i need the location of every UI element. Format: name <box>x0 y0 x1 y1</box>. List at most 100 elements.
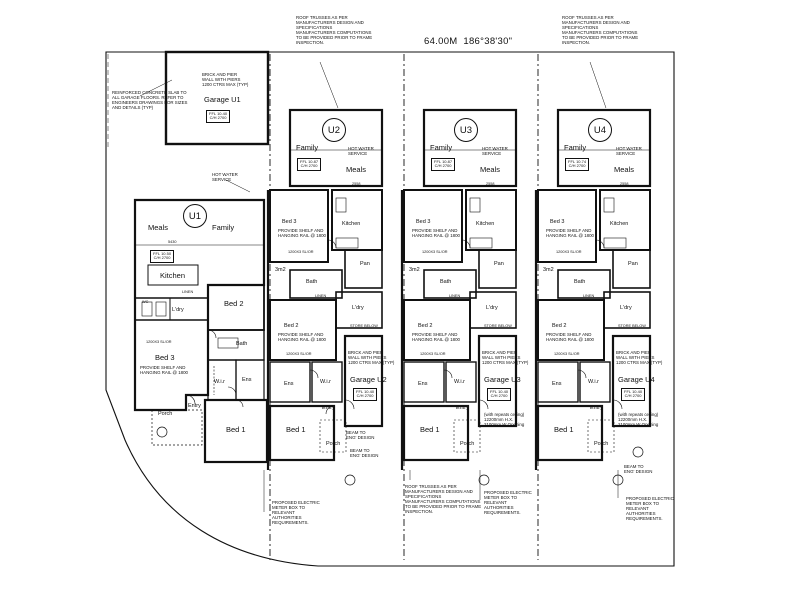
brick-pier-note-u3: BRICK AND PIER WALL WITH PIERS 1200 CTRS… <box>482 350 529 366</box>
ffl-tag-u2: FFL 10.87 C/H 2700 <box>297 158 322 171</box>
room-bed1-u2: Bed 1 <box>286 425 306 434</box>
sliding-door-bed2-u4: 1200X3 SL/OR <box>554 352 580 356</box>
room-porch-u4: Porch <box>594 441 609 447</box>
room-wir-u4: W.i.r <box>588 379 599 385</box>
ffl-tag-u1: FFL 10.50 C/H 2700 <box>150 250 175 263</box>
hot-water-note-u4: HOT WATER SERVICE <box>616 146 642 157</box>
beam-note-u2: BEAM TO ENG' DESIGN <box>346 430 375 441</box>
sliding-door-u3: 1200X3 SL/OR <box>422 250 448 254</box>
room-meals-u3: Meals <box>480 165 501 174</box>
room-bed1-u1: Bed 1 <box>226 425 246 434</box>
electric-meter-note-u2: PROPOSED ELECTRIC METER BOX TO RELEVANT … <box>272 500 320 526</box>
sliding-door-bed2-u2: 1200X3 SL/OR <box>286 352 312 356</box>
unit-marker-u4: U4 <box>588 118 612 142</box>
store-label-u2: STORE BELOW <box>350 324 378 328</box>
dim-2558-u2: 2558 <box>352 182 361 186</box>
room-3m2-u3: 3m2 <box>409 267 420 273</box>
dim-2558-u4: 2558 <box>620 182 629 186</box>
sliding-door-bed2-u3: 1200X3 SL/OR <box>420 352 446 356</box>
dim-5430-u1: 5430 <box>168 240 177 244</box>
room-bed1-u3: Bed 1 <box>420 425 440 434</box>
brick-pier-note-u2: BRICK AND PIER WALL WITH PIERS 1200 CTRS… <box>348 350 395 366</box>
room-linen-u3: LINEN <box>449 294 461 298</box>
room-entry-u2: Entry <box>322 405 335 411</box>
room-3m2-u4: 3m2 <box>543 267 554 273</box>
roof-trusses-note-u2: ROOF TRUSSES AS PER MANUFACTURERS DESIGN… <box>296 15 373 46</box>
hot-water-note-u2: HOT WATER SERVICE <box>348 146 374 157</box>
shelf-rail-note-bed2-u3: PROVIDE SHELF AND HANGING RAIL @ 1800 <box>412 332 460 343</box>
room-wir-u2: W.i.r <box>320 379 331 385</box>
store-label-u4: STORE BELOW <box>618 324 646 328</box>
room-kitchen-u1: Kitchen <box>160 271 186 280</box>
shelf-rail-note-u1: PROVIDE SHELF AND HANGING RAIL @ 1800 <box>140 365 188 376</box>
room-bath-u4: Bath <box>574 279 586 285</box>
room-garage-u1: Garage U1 <box>204 95 241 104</box>
room-ens-u2: Ens <box>284 381 294 387</box>
dim-2558-u3: 2558 <box>486 182 495 186</box>
room-wir-u1: W.i.r <box>214 379 225 385</box>
beam-note-u3: BEAM TO ENG' DESIGN <box>350 448 379 459</box>
room-ens-u1: Ens <box>242 377 252 383</box>
unit-marker-u3: U3 <box>454 118 478 142</box>
ffl-tag-u4: FFL 10.74 C/H 2700 <box>565 158 590 171</box>
room-meals-u1: Meals <box>148 223 169 232</box>
room-garage-u3: Garage U3 <box>484 375 521 384</box>
room-wc-u1: WC <box>142 300 149 304</box>
shelf-rail-note-u3: PROVIDE SHELF AND HANGING RAIL @ 1800 <box>412 228 460 239</box>
unit-marker-u1: U1 <box>183 204 207 228</box>
sliding-door-u4: 1200X3 SL/OR <box>556 250 582 254</box>
room-family-u4: Family <box>564 143 587 152</box>
room-meals-u2: Meals <box>346 165 367 174</box>
hot-water-note-u3: HOT WATER SERVICE <box>482 146 508 157</box>
shelf-rail-note-bed2-u2: PROVIDE SHELF AND HANGING RAIL @ 1800 <box>278 332 326 343</box>
roof-trusses-note-bottom: ROOF TRUSSES AS PER MANUFACTURERS DESIGN… <box>405 484 482 515</box>
room-porch-u1: Porch <box>158 411 173 417</box>
room-bed2-u4: Bed 2 <box>552 323 567 329</box>
room-entry-u3: Entry <box>456 405 469 411</box>
unit-u1-doors <box>185 329 244 408</box>
room-ldry-u4: L'dry <box>620 305 632 311</box>
room-entry-u4: Entry <box>590 405 603 411</box>
unit-u3-walls <box>402 108 518 462</box>
electric-meter-note-u3: PROPOSED ELECTRIC METER BOX TO RELEVANT … <box>484 490 532 516</box>
room-linen-u1: LINEN <box>182 290 194 294</box>
room-3m2-u2: 3m2 <box>275 267 286 273</box>
ffl-tag-garage-u2: FFL 10.40 C/H 2700 <box>353 388 378 401</box>
store-label-u3: STORE BELOW <box>484 324 512 328</box>
room-kitchen-u4: Kitchen <box>610 221 629 227</box>
unit-u1-walls <box>133 198 269 464</box>
room-porch-u2: Porch <box>326 441 341 447</box>
room-linen-u2: LINEN <box>315 294 327 298</box>
room-bed2-u3: Bed 2 <box>418 323 433 329</box>
room-bed3-u1: Bed 3 <box>155 353 175 362</box>
brick-pier-note-u1: BRICK AND PIER WALL WITH PIERS 1200 CTRS… <box>202 72 249 88</box>
lintel-note-u3: (with repeats ceiling) 12200mm H.X. 2100… <box>484 412 525 428</box>
unit-marker-u2: U2 <box>322 118 346 142</box>
brick-pier-note-u4: BRICK AND PIER WALL WITH PIERS 1200 CTRS… <box>616 350 663 366</box>
lintel-note-u4: (with repeats ceiling) 12200mm H.X. 2100… <box>618 412 659 428</box>
room-bath-u3: Bath <box>440 279 452 285</box>
room-bed2-u2: Bed 2 <box>284 323 299 329</box>
room-bed2-u1: Bed 2 <box>224 299 244 308</box>
room-family-u2: Family <box>296 143 319 152</box>
room-garage-u4: Garage U4 <box>618 375 655 384</box>
reinforced-slab-note: REINFORCED CONCRETE SLAB TO ALL GARAGE F… <box>112 90 188 111</box>
sliding-door-u2: 1200X3 SL/OR <box>288 250 314 254</box>
room-bed1-u4: Bed 1 <box>554 425 574 434</box>
site-boundary <box>105 51 675 567</box>
shelf-rail-note-bed2-u4: PROVIDE SHELF AND HANGING RAIL @ 1800 <box>546 332 594 343</box>
shelf-rail-note-u2: PROVIDE SHELF AND HANGING RAIL @ 1800 <box>278 228 326 239</box>
room-bath-u2: Bath <box>306 279 318 285</box>
room-family-u3: Family <box>430 143 453 152</box>
site-dimension-label: 64.00M 186°38'30" <box>424 36 513 47</box>
unit-u4-walls <box>536 108 652 462</box>
room-family-u1: Family <box>212 223 235 232</box>
room-wir-u3: W.i.r <box>454 379 465 385</box>
room-ldry-u2: L'dry <box>352 305 364 311</box>
sliding-door-u1: 1200X3 SL/OR <box>146 340 172 344</box>
beam-note-u4: BEAM TO ENG' DESIGN <box>624 464 653 475</box>
room-garage-u2: Garage U2 <box>350 375 387 384</box>
room-ens-u3: Ens <box>418 381 428 387</box>
ffl-tag-garage-u1: FFL 10.40 C/H 2700 <box>206 110 231 123</box>
room-kitchen-u3: Kitchen <box>476 221 495 227</box>
